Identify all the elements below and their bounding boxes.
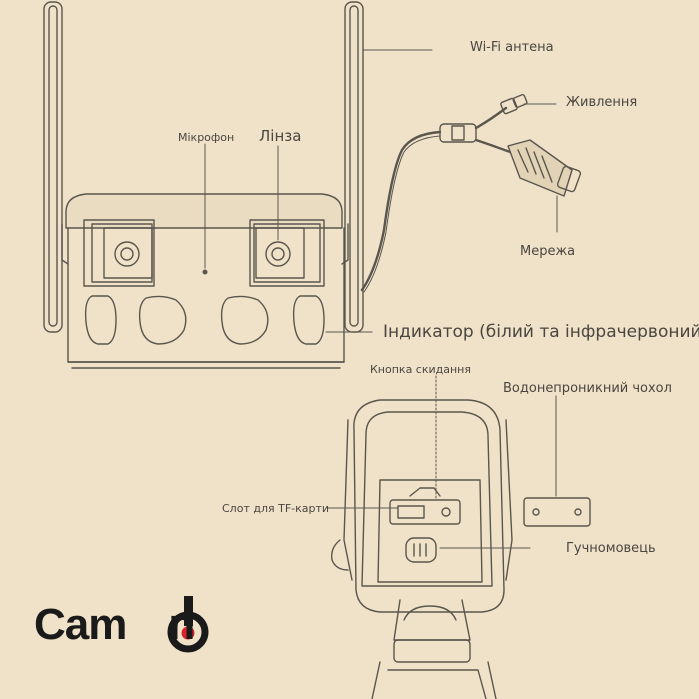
waterproof-cover-part <box>523 497 591 527</box>
microphone-hole <box>202 269 208 275</box>
camera-back-body <box>330 399 513 699</box>
power-icon <box>167 596 209 653</box>
label-lens: Лінза <box>259 127 302 145</box>
label-indicator: Індикатор (білий та інфрачервоний) <box>383 322 699 342</box>
label-network: Мережа <box>520 244 576 259</box>
ethernet-plug-icon <box>507 139 582 197</box>
led-indicators <box>84 295 325 345</box>
label-reset-button: Кнопка скидання <box>370 363 471 376</box>
label-tf-slot: Слот для TF-карти <box>222 502 330 515</box>
tf-card-slot <box>389 487 461 525</box>
cable <box>360 94 582 293</box>
right-antenna <box>344 1 364 333</box>
label-microphone: Мікрофон <box>178 131 235 144</box>
label-waterproof-cover: Водонепроникний чохол <box>503 381 672 396</box>
right-lens-module <box>249 219 325 287</box>
label-power: Живлення <box>566 95 638 110</box>
label-speaker: Гучномовець <box>566 541 656 556</box>
speaker-grille <box>405 537 437 563</box>
logo-text-right: n <box>168 600 195 649</box>
leader-lines <box>204 49 558 549</box>
logo-text-left: Cam <box>34 600 127 649</box>
power-plug-icon <box>500 94 528 115</box>
label-wifi-antenna: Wi-Fi антена <box>470 40 554 55</box>
left-lens-module <box>83 219 155 287</box>
left-antenna <box>43 1 63 333</box>
